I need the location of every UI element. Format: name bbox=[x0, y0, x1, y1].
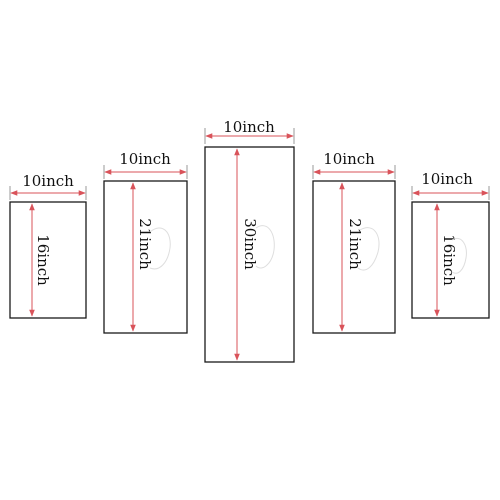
panel-3-width-label: 10inch bbox=[223, 118, 275, 136]
panel-1-frame bbox=[9, 201, 87, 319]
panel-1: 10inch 16inch bbox=[9, 172, 87, 319]
panel-4-faint-mark bbox=[357, 227, 380, 271]
panel-4-width-label: 10inch bbox=[323, 150, 375, 168]
panel-5-width-label: 10inch bbox=[421, 170, 473, 188]
panel-5-faint-mark bbox=[451, 238, 467, 274]
panel-5: 10inch 16inch bbox=[411, 170, 490, 319]
panel-3-height-label: 30inch bbox=[241, 218, 259, 270]
panel-4-frame bbox=[312, 180, 396, 334]
panel-2-frame bbox=[103, 180, 188, 334]
panel-1-width-label: 10inch bbox=[22, 172, 74, 190]
panel-2-width-label: 10inch bbox=[119, 150, 171, 168]
panel-4: 10inch 21inch bbox=[312, 150, 396, 334]
panel-4-height-label: 21inch bbox=[346, 218, 364, 270]
panel-3-faint-mark bbox=[255, 225, 275, 269]
panel-3-frame bbox=[204, 146, 295, 363]
panel-2-faint-mark bbox=[149, 227, 171, 270]
panel-3: 10inch 30inch bbox=[204, 118, 295, 363]
panel-5-height-label: 16inch bbox=[440, 234, 458, 286]
panel-1-height-label: 16inch bbox=[34, 234, 52, 286]
panel-2: 10inch 21inch bbox=[103, 150, 188, 334]
panel-2-height-label: 21inch bbox=[136, 218, 154, 270]
panel-5-frame bbox=[411, 201, 490, 319]
